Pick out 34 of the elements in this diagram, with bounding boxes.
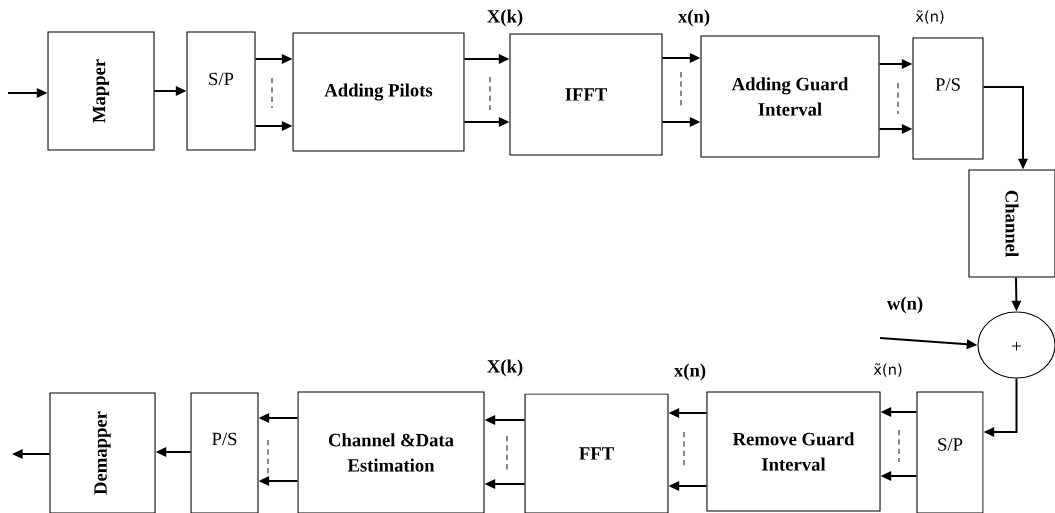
- signal-label: X(k): [487, 359, 523, 377]
- converter-box: [186, 31, 256, 151]
- signal-label: X(k): [487, 9, 523, 27]
- node-label: Mapper: [92, 59, 110, 123]
- process-box: [509, 33, 663, 156]
- node-label: Adding Guard Interval: [731, 77, 849, 116]
- process-box: [524, 393, 669, 513]
- node-label: +: [1012, 341, 1021, 351]
- node-label: Adding Pilots: [324, 83, 433, 101]
- node-label: Remove Guard Interval: [732, 432, 855, 471]
- signal-label: x̃(n): [873, 363, 902, 377]
- node-label: Demapper: [94, 411, 111, 495]
- converter-box: [190, 392, 259, 513]
- node-label: S/P: [209, 72, 234, 86]
- converter-box: [912, 37, 984, 160]
- process-box: [292, 32, 465, 152]
- signal-label: x̃(n): [915, 10, 944, 24]
- node-label: IFFT: [565, 88, 607, 101]
- node-label: Channel: [1005, 190, 1019, 257]
- node-label: P/S: [212, 432, 237, 446]
- process-box: [700, 35, 880, 158]
- node-label: P/S: [935, 78, 960, 91]
- process-box: [297, 391, 485, 513]
- converter-box: [916, 391, 984, 513]
- signal-label: x(n): [674, 363, 706, 381]
- signal-label: x(n): [678, 9, 710, 27]
- mapper-box: [47, 31, 155, 151]
- demapper-box: [49, 392, 156, 513]
- process-box: [706, 391, 881, 512]
- edge-label: w(n): [885, 295, 925, 315]
- node-label: S/P: [938, 438, 963, 451]
- node-label: FFT: [579, 447, 614, 460]
- channel-box: [968, 169, 1055, 278]
- node-label: Channel &Data Estimation: [328, 433, 454, 472]
